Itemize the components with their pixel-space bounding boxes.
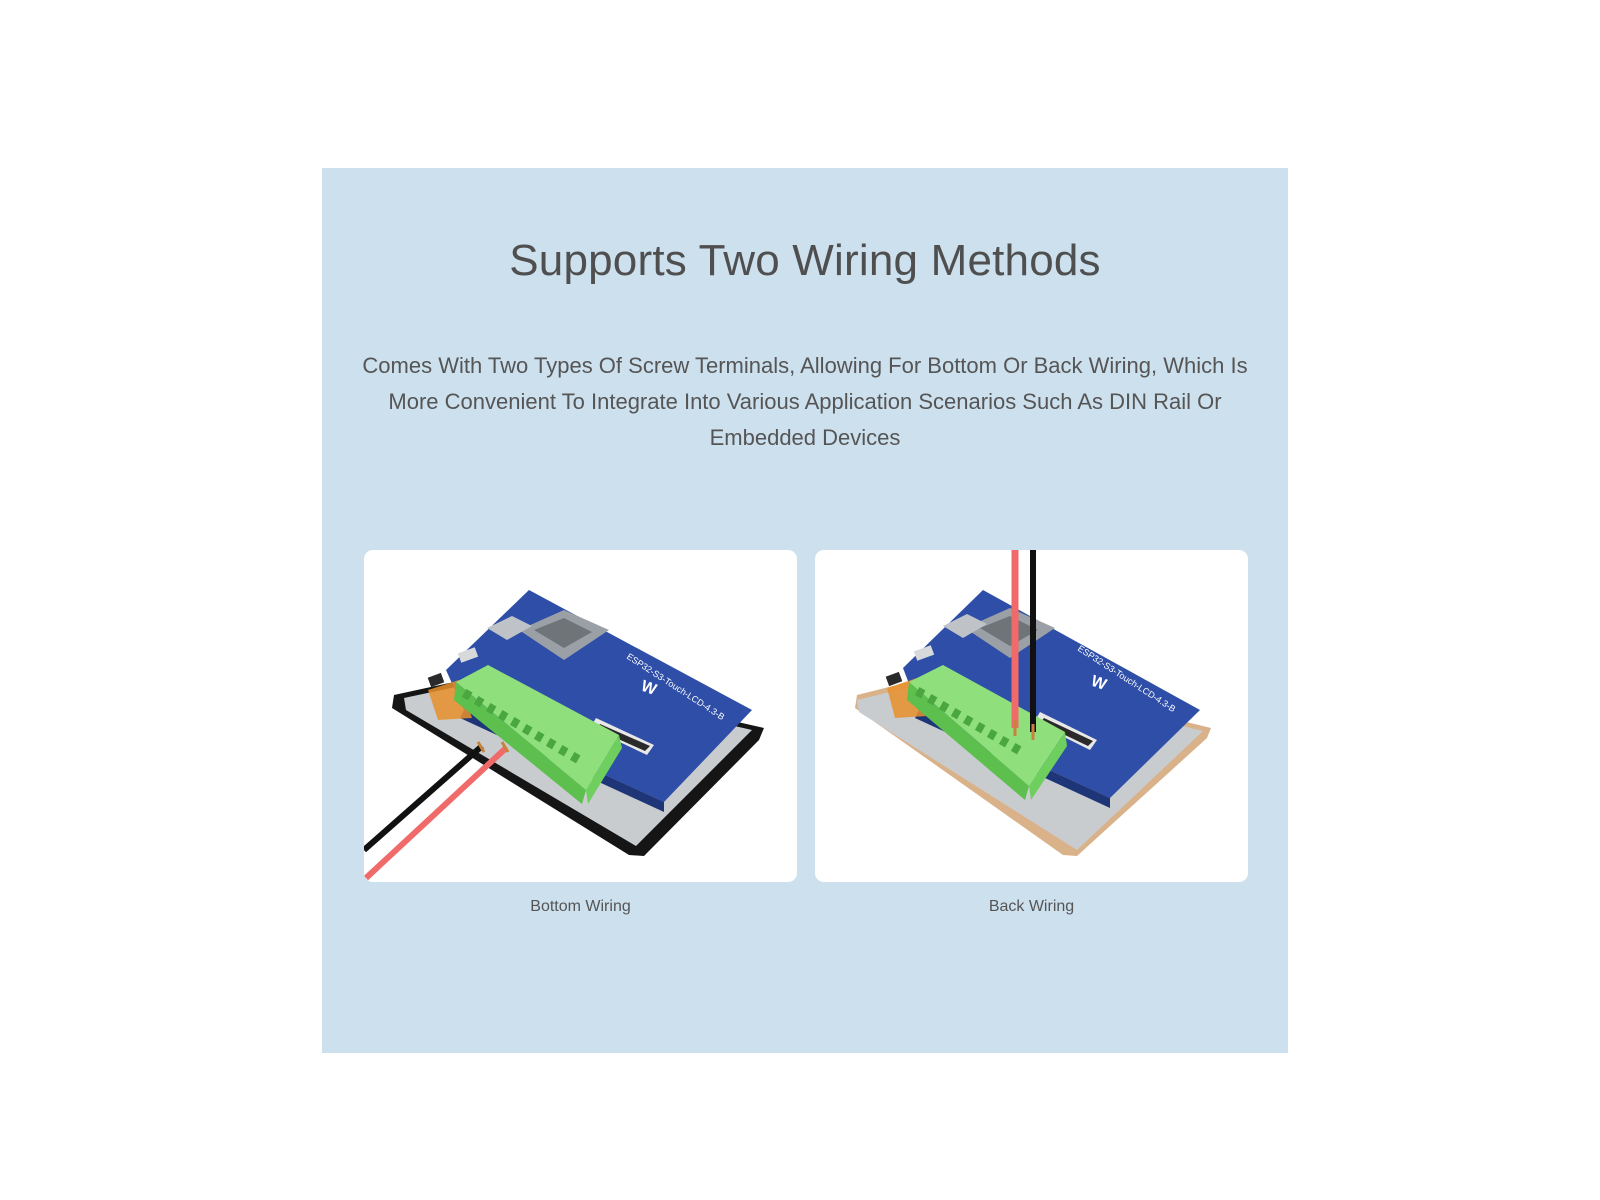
feature-section: Supports Two Wiring Methods Comes With T… [322,168,1288,1053]
back-wiring-caption: Back Wiring [988,898,1075,915]
bottom-wiring-caption: Bottom Wiring [530,898,631,915]
back-wiring-image: ESP32-S3-Touch-LCD-4.3-B W [815,550,1248,882]
section-title: Supports Two Wiring Methods [509,236,1101,285]
svg-text:W: W [639,678,660,699]
bottom-wiring-image: ESP32-S3-Touch-LCD-4.3-B W [364,550,797,882]
svg-text:W: W [1089,673,1110,694]
section-description: Comes With Two Types Of Screw Terminals,… [362,353,1248,450]
